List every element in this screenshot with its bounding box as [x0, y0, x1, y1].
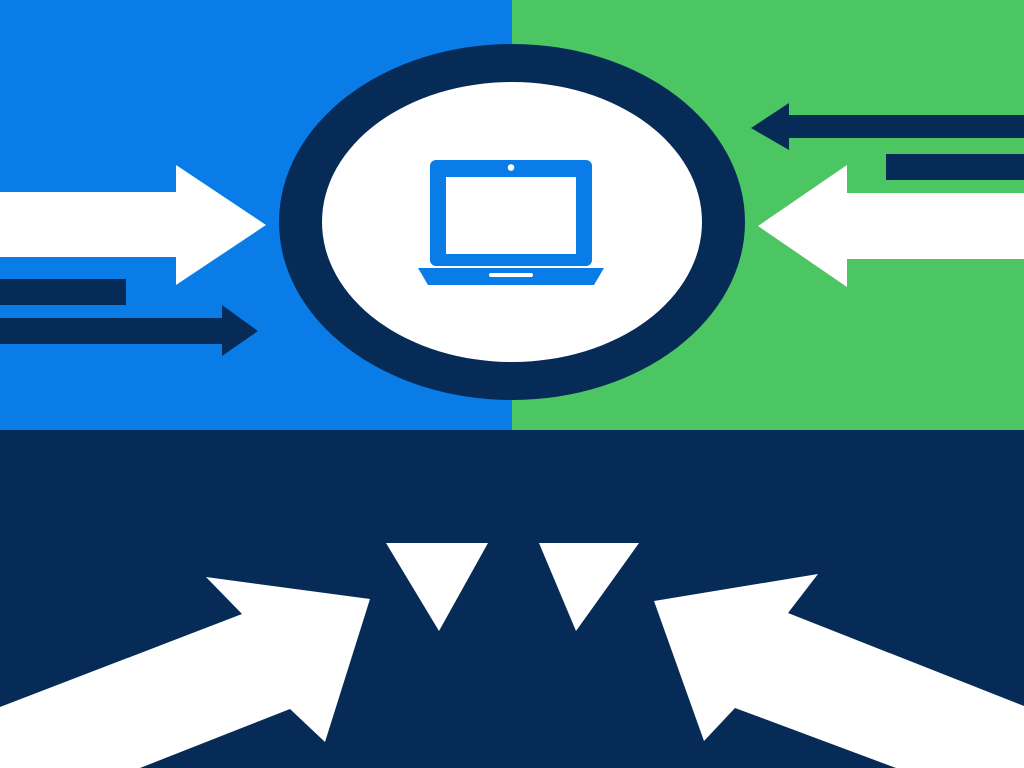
left-dark-arrow: [0, 305, 258, 356]
bottom-left-triangle: [386, 543, 488, 631]
laptop-icon: [418, 160, 604, 285]
right-top-dark-arrow: [751, 103, 1024, 150]
right-dark-bar: [886, 154, 1024, 180]
bottom-right-arrow: [654, 574, 1024, 768]
right-white-arrow: [758, 165, 1024, 287]
bottom-left-arrow: [0, 577, 370, 768]
left-dark-bar: [0, 279, 126, 305]
bottom-right-triangle: [539, 543, 639, 631]
left-white-arrow: [0, 165, 266, 285]
